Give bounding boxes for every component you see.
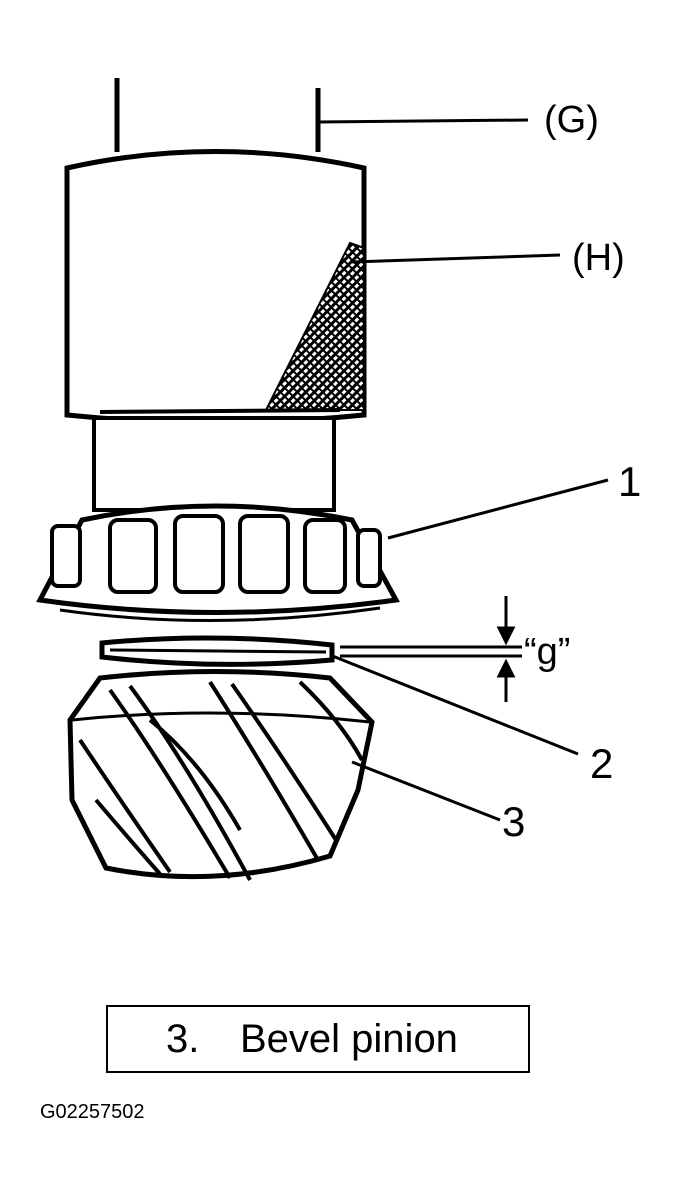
- press-tool-cylinder: [64, 149, 367, 425]
- label-part-2: 2: [590, 740, 613, 787]
- shim: [99, 635, 335, 667]
- gap-dimension: [340, 596, 522, 702]
- label-g: (G): [544, 99, 599, 141]
- caption-number: 3.: [166, 1017, 200, 1061]
- tapered-roller-bearing: [36, 503, 400, 622]
- bevel-pinion-gear: [67, 669, 375, 881]
- label-part-3: 3: [502, 798, 525, 845]
- label-part-1: 1: [618, 458, 641, 505]
- tool-shafts: [114, 78, 321, 152]
- mesh-area: [264, 241, 365, 411]
- leader-lines: [317, 118, 609, 822]
- figure-code: G02257502: [40, 1101, 145, 1123]
- caption-title: Bevel pinion: [240, 1017, 458, 1061]
- label-h: (H): [572, 237, 625, 279]
- caption-box: 3. Bevel pinion: [106, 1005, 530, 1073]
- shaft-neck: [92, 416, 336, 512]
- label-gap-g: “g”: [524, 631, 570, 673]
